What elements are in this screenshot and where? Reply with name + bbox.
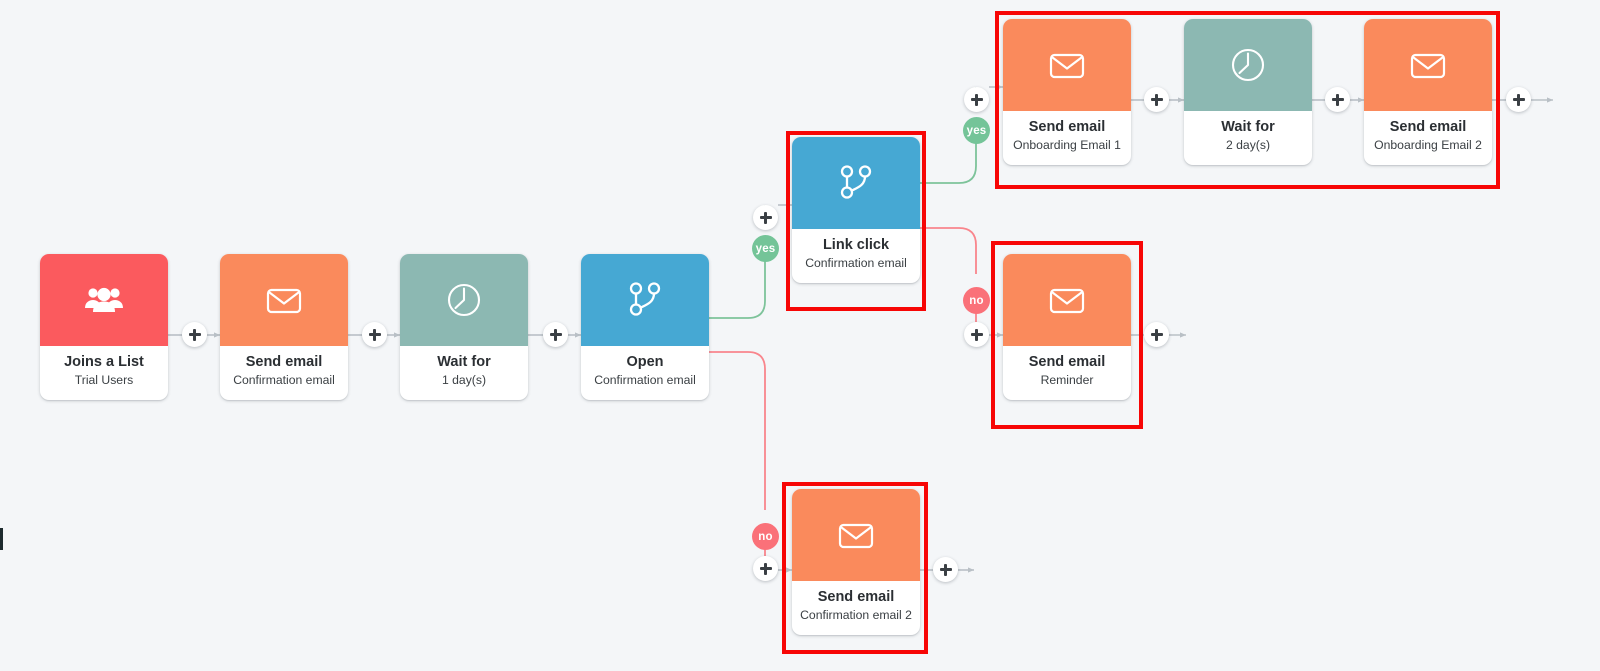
canvas-edge-artifact (0, 528, 3, 550)
node-subtitle: 1 day(s) (441, 372, 487, 387)
node-header-send-email-confirmation-2 (792, 489, 920, 581)
plus-after-reminder[interactable] (1144, 322, 1169, 347)
plus-after-wait-1-day[interactable] (543, 322, 568, 347)
badge-yes-link-click: yes (963, 117, 990, 144)
node-header-send-email-onboarding-1 (1003, 19, 1131, 111)
node-subtitle: Trial Users (74, 372, 134, 387)
plus-no-branch-link-click[interactable] (964, 322, 989, 347)
badge-yes-open: yes (752, 235, 779, 262)
envelope-icon (1049, 288, 1085, 314)
node-header-wait-for-2-days (1184, 19, 1312, 111)
clock-icon (447, 283, 481, 317)
plus-after-onboarding-2[interactable] (1506, 87, 1531, 112)
envelope-icon (1410, 53, 1446, 79)
node-header-open-confirmation-email (581, 254, 709, 346)
node-title: Send email (1028, 354, 1106, 370)
clock-icon (1231, 48, 1265, 82)
node-subtitle: Confirmation email (233, 372, 335, 387)
envelope-icon (1049, 53, 1085, 79)
node-title: Joins a List (64, 354, 144, 370)
node-header-joins-a-list (40, 254, 168, 346)
plus-after-send-email-confirmation[interactable] (362, 322, 387, 347)
node-subtitle: Confirmation email (805, 255, 907, 270)
plus-after-confirmation-2[interactable] (933, 557, 958, 582)
envelope-icon (266, 288, 302, 314)
node-header-send-email-onboarding-2 (1364, 19, 1492, 111)
envelope-icon (838, 523, 874, 549)
node-title: Wait for (1221, 119, 1275, 135)
branch-icon (840, 165, 872, 199)
node-wait-for-2-days[interactable]: Wait for 2 day(s) (1184, 19, 1312, 165)
node-body-wait-for-2-days: Wait for 2 day(s) (1184, 111, 1312, 165)
branch-icon (629, 282, 661, 316)
people-icon (85, 287, 123, 312)
node-header-send-email-reminder (1003, 254, 1131, 346)
node-header-link-click-confirmation-email (792, 137, 920, 229)
node-title: Open (626, 354, 664, 370)
badge-no-open: no (752, 523, 779, 550)
plus-after-joins-a-list[interactable] (182, 322, 207, 347)
hl-confirmation-2 (782, 482, 928, 654)
node-subtitle: Confirmation email (594, 372, 696, 387)
node-subtitle: Onboarding Email 1 (1013, 137, 1121, 152)
node-wait-for-1-day[interactable]: Wait for 1 day(s) (400, 254, 528, 400)
node-title: Send email (1389, 119, 1467, 135)
node-title: Send email (817, 589, 895, 605)
node-title: Send email (1028, 119, 1106, 135)
plus-after-wait-2-days[interactable] (1325, 87, 1350, 112)
node-subtitle: Confirmation email 2 (800, 607, 912, 622)
node-header-send-email-confirmation (220, 254, 348, 346)
node-body-wait-for-1-day: Wait for 1 day(s) (400, 346, 528, 400)
node-title: Wait for (437, 354, 491, 370)
plus-yes-branch-link-click[interactable] (964, 87, 989, 112)
plus-after-onboarding-1[interactable] (1144, 87, 1169, 112)
plus-no-branch-open[interactable] (753, 556, 778, 581)
hl-link-click (786, 131, 926, 311)
node-subtitle: 2 day(s) (1225, 137, 1271, 152)
badge-no-link-click: no (963, 287, 990, 314)
node-subtitle: Reminder (1040, 372, 1094, 387)
plus-yes-branch-open[interactable] (753, 205, 778, 230)
node-title: Send email (245, 354, 323, 370)
node-title: Link click (822, 237, 890, 253)
node-header-wait-for-1-day (400, 254, 528, 346)
node-subtitle: Onboarding Email 2 (1374, 137, 1482, 152)
